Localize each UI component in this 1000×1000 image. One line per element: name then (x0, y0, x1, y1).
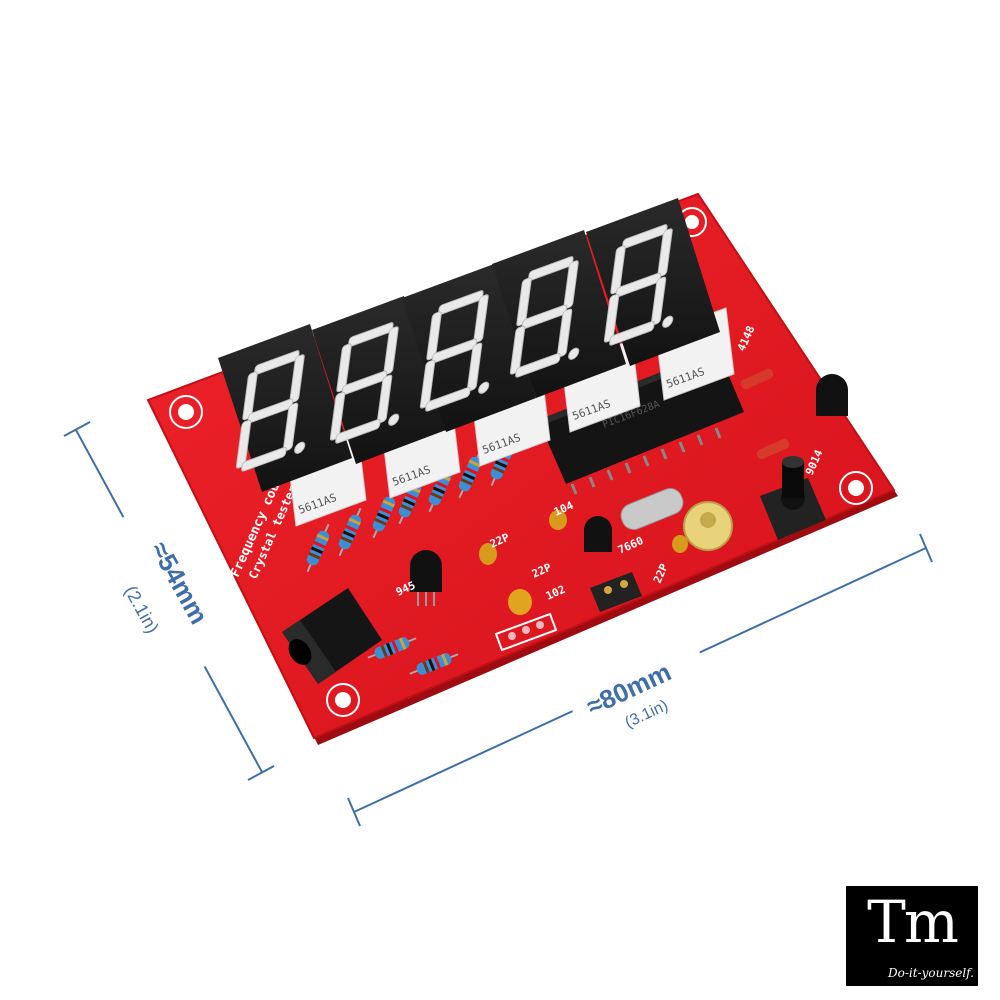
trimmer-capacitor (683, 501, 733, 551)
resistor (409, 653, 459, 675)
seven-segment-display: 5611AS (312, 296, 461, 499)
ceramic-capacitor (479, 543, 497, 565)
seven-segment-display: 5611AS (492, 230, 641, 433)
seven-segment-display: 5611AS (218, 324, 367, 527)
logo-mark: Tm (867, 888, 959, 956)
seven-segment-display: 5611AS (586, 198, 735, 401)
transistor (410, 550, 442, 606)
mounting-hole (326, 683, 360, 717)
resistor (367, 637, 417, 659)
ceramic-capacitor (672, 535, 688, 553)
diode (740, 368, 790, 460)
seven-segment-display: 5611AS (402, 264, 551, 467)
resistor-group (306, 437, 514, 675)
digit-segments (329, 322, 400, 444)
pin-header (590, 572, 642, 612)
brand-logo: Tm Do-it-yourself. (846, 886, 978, 986)
mounting-hole (169, 395, 203, 429)
digit-segments (235, 350, 306, 472)
resistor (458, 449, 482, 499)
mounting-hole (839, 471, 873, 505)
width-dimension: ≈80mm (3.1in) (347, 533, 933, 827)
ic-socket (570, 427, 722, 495)
ceramic-capacitor (508, 589, 532, 615)
resistor (306, 523, 330, 573)
transistor (816, 374, 848, 416)
ceramic-capacitor (549, 510, 567, 530)
digit-segments (419, 290, 490, 412)
pin-header (494, 612, 558, 652)
resistor (338, 507, 362, 557)
crystal-oscillator (620, 488, 684, 530)
transistor (584, 516, 612, 552)
resistor (372, 489, 396, 539)
digit-segments (509, 256, 580, 378)
digit-segments (603, 224, 674, 346)
push-button (760, 456, 826, 540)
logo-tagline: Do-it-yourself. (887, 966, 974, 980)
dc-power-jack (282, 588, 382, 684)
